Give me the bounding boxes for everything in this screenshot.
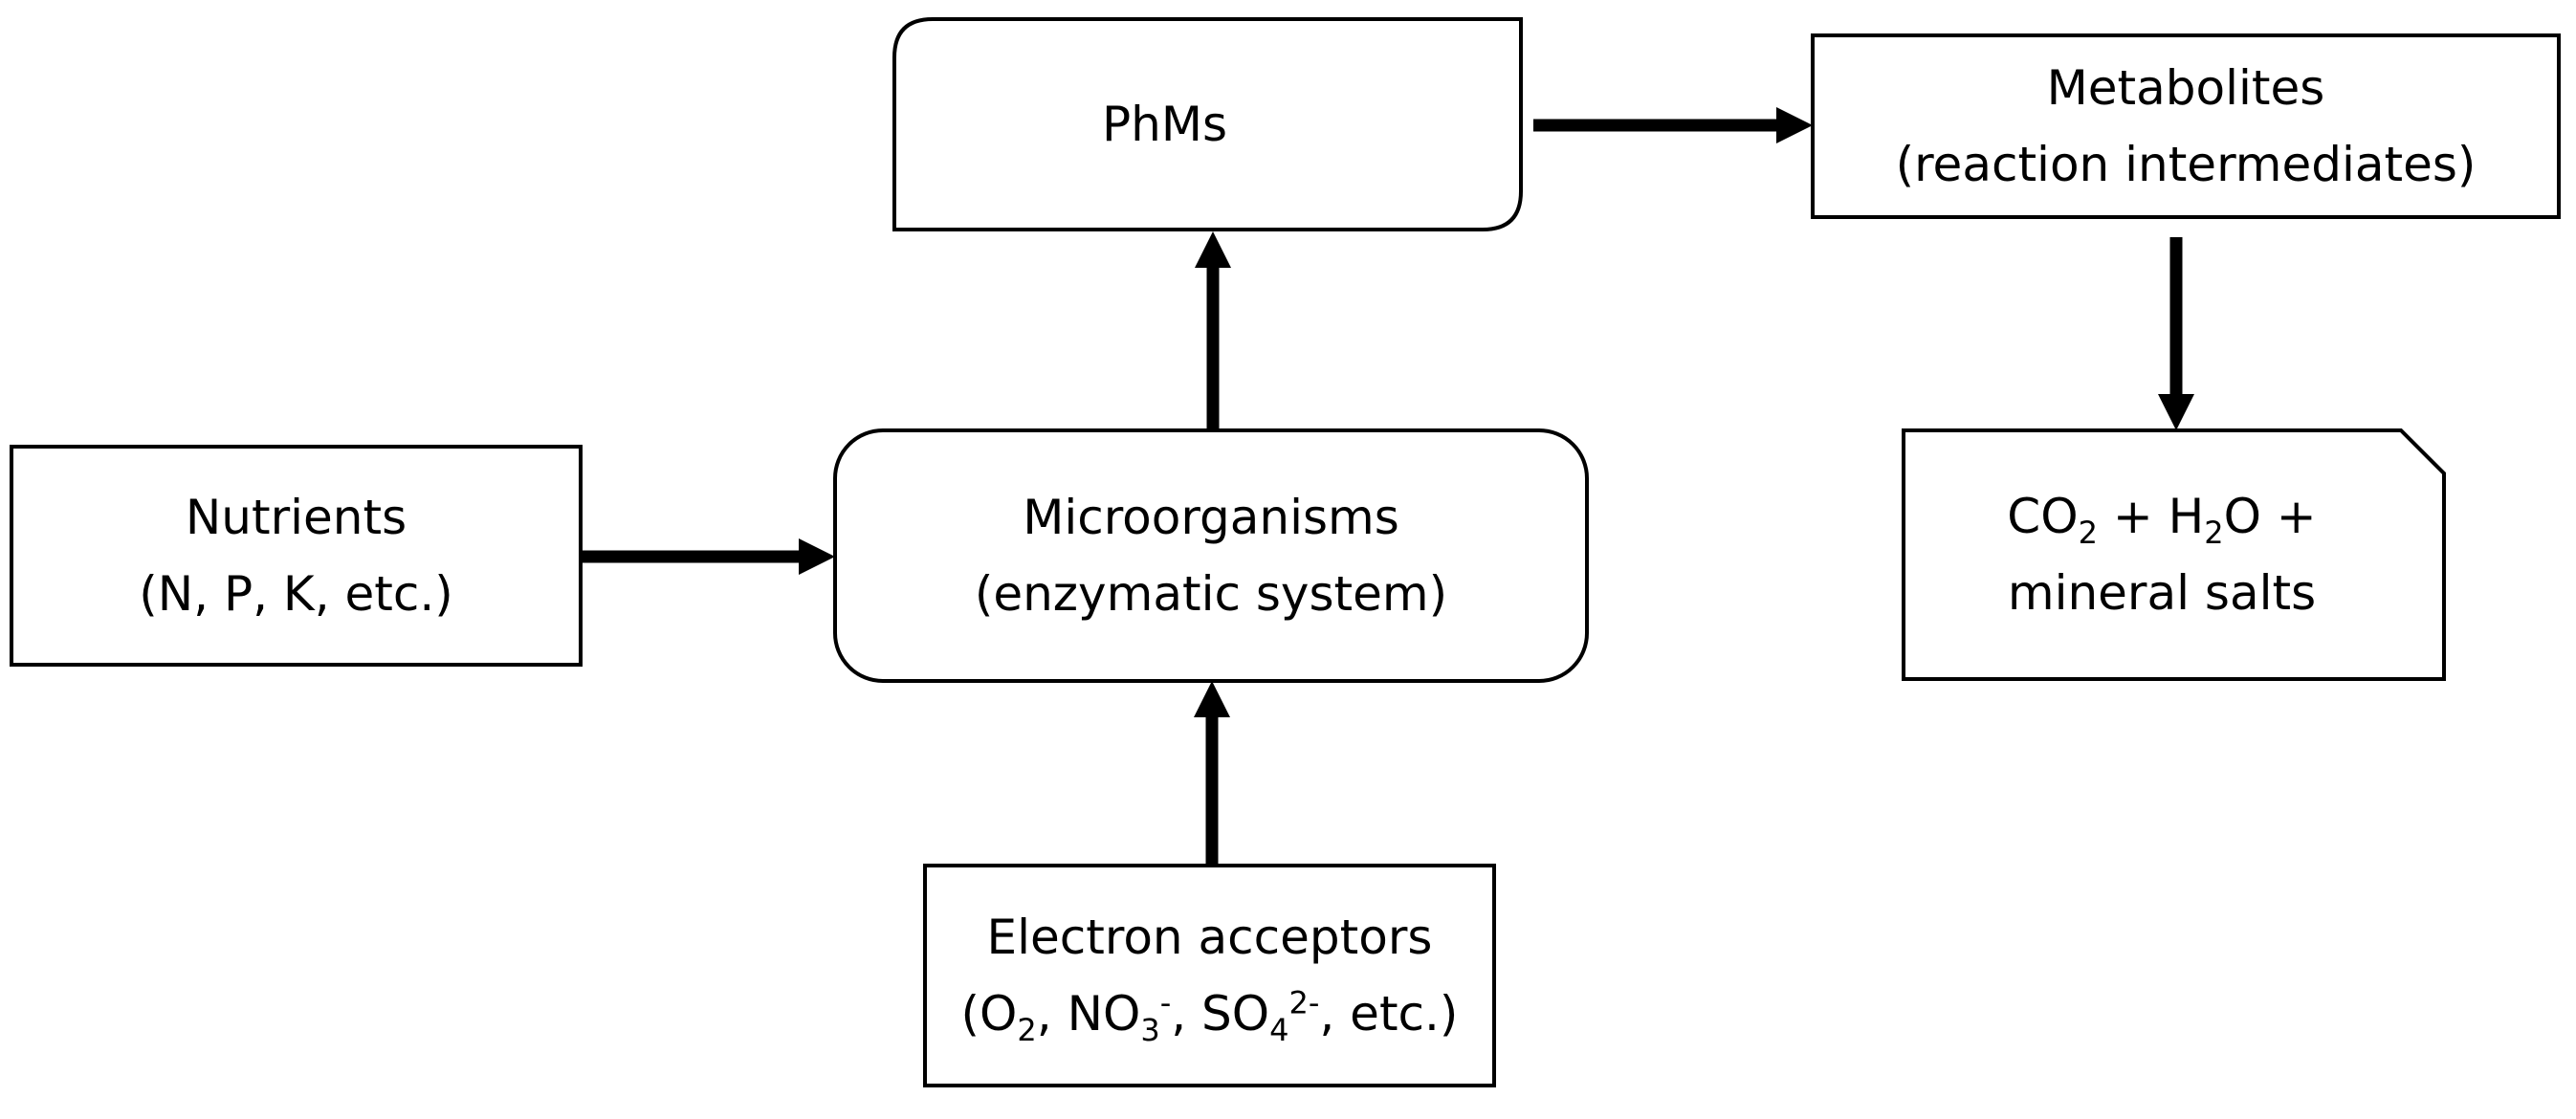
electron-acceptors-label: Electron acceptors bbox=[986, 910, 1433, 965]
nutrients-label: Nutrients bbox=[185, 490, 407, 545]
products-box bbox=[1902, 428, 2446, 681]
edge-metabolites-to-products bbox=[2158, 237, 2194, 430]
metabolites-box bbox=[1811, 33, 2561, 219]
products-line1: CO2 + H2O + bbox=[2007, 478, 2316, 555]
electron-acceptors-label-group: Electron acceptors (O2, NO3-, SO42-, etc… bbox=[925, 866, 1494, 1086]
microorganisms-label-group: Microorganisms (enzymatic system) bbox=[835, 430, 1587, 681]
so4-text: , SO bbox=[1171, 986, 1270, 1042]
arrowhead bbox=[1194, 681, 1230, 717]
edge-electron-acceptors-to-microorganisms bbox=[1194, 681, 1230, 866]
no3-subscript: 3 bbox=[1140, 1012, 1160, 1048]
products-label-group: CO2 + H2O + mineral salts bbox=[1904, 430, 2420, 679]
edge-nutrients-to-microorganisms bbox=[581, 538, 835, 575]
arrowhead bbox=[1776, 107, 1813, 143]
no3-text: , NO bbox=[1036, 986, 1141, 1042]
o-plus-text: O + bbox=[2223, 489, 2317, 544]
plus-h-text: + H bbox=[2097, 489, 2205, 544]
so4-subscript: 4 bbox=[1269, 1012, 1289, 1048]
co-subscript: 2 bbox=[2078, 515, 2098, 551]
metabolites-sublabel: (reaction intermediates) bbox=[1895, 137, 2477, 192]
arrowhead bbox=[2158, 394, 2194, 430]
o2-subscript: 2 bbox=[1017, 1012, 1037, 1048]
microorganisms-label: Microorganisms bbox=[1023, 490, 1399, 545]
products-line2: mineral salts bbox=[2007, 565, 2317, 621]
metabolites-label: Metabolites bbox=[2046, 60, 2325, 116]
arrowhead bbox=[1195, 231, 1231, 268]
phms-label-group: PhMs bbox=[894, 19, 1435, 230]
edge-microorganisms-to-phms bbox=[1195, 231, 1231, 430]
so4-superscript: 2- bbox=[1288, 984, 1320, 1021]
phms-box bbox=[892, 17, 1523, 231]
arrowhead bbox=[799, 538, 835, 575]
electron-acceptors-line2: (O2, NO3-, SO42-, etc.) bbox=[961, 976, 1459, 1052]
ea-open-text: (O bbox=[960, 986, 1018, 1042]
microorganisms-sublabel: (enzymatic system) bbox=[974, 566, 1448, 622]
nutrients-label-group: Nutrients (N, P, K, etc.) bbox=[11, 447, 581, 665]
electron-acceptors-box bbox=[923, 864, 1496, 1087]
nutrients-sublabel: (N, P, K, etc.) bbox=[139, 566, 453, 622]
no3-superscript: - bbox=[1159, 984, 1172, 1021]
ea-close-text: , etc.) bbox=[1319, 986, 1459, 1042]
nutrients-box bbox=[10, 445, 583, 667]
metabolites-label-group: Metabolites (reaction intermediates) bbox=[1813, 35, 2559, 217]
h-subscript: 2 bbox=[2204, 515, 2224, 551]
edge-phms-to-metabolites bbox=[1533, 107, 1813, 143]
phms-label: PhMs bbox=[1101, 97, 1228, 152]
co-text: CO bbox=[2007, 489, 2079, 544]
